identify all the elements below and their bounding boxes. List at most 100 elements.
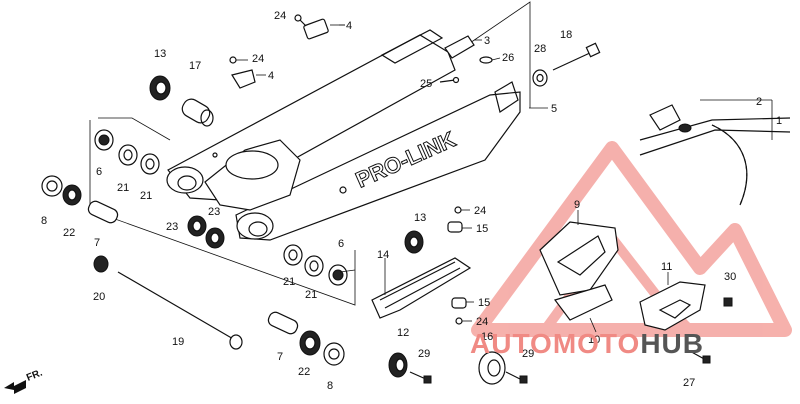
watermark-logo xyxy=(471,141,792,337)
bushing-part-17 xyxy=(181,98,214,127)
callout-18: 18 xyxy=(560,29,572,41)
callout-28: 28 xyxy=(534,43,546,55)
callout-12: 12 xyxy=(397,327,409,339)
watermark-moto: MOTO xyxy=(553,328,640,359)
washer-part-26 xyxy=(479,56,501,64)
pad-part-15-upper xyxy=(447,221,472,233)
swingarm: PRO-LINK xyxy=(166,29,521,241)
chain-guide-part-9 xyxy=(539,210,619,296)
guide-plate-part-10 xyxy=(554,284,613,333)
callout-29: 29 xyxy=(418,348,430,360)
callout-24: 24 xyxy=(476,316,488,328)
callout-23: 23 xyxy=(208,206,220,218)
bearing-part-23-a xyxy=(187,215,207,237)
callout-16: 16 xyxy=(481,331,493,343)
callout-11: 11 xyxy=(661,261,672,273)
callout-23: 23 xyxy=(166,221,178,233)
callout-17: 17 xyxy=(189,60,201,72)
callout-20: 20 xyxy=(93,291,105,303)
callout-15: 15 xyxy=(476,223,488,235)
bolt-part-29-left xyxy=(409,371,432,384)
callout-21: 21 xyxy=(283,276,295,288)
callout-8: 8 xyxy=(41,215,47,227)
bolt-part-29-right xyxy=(505,371,528,384)
front-arrow: FR. xyxy=(4,367,44,394)
watermark-hub: HUB xyxy=(640,328,704,359)
front-indicator-label: FR. xyxy=(25,367,44,383)
callout-6: 6 xyxy=(96,166,102,178)
needle-bearing-part-21-right-b xyxy=(304,255,324,277)
bracket-part-4-lower xyxy=(231,69,266,89)
roller-part-12 xyxy=(388,352,408,378)
callout-22: 22 xyxy=(298,366,310,378)
callout-30: 30 xyxy=(724,271,736,283)
callout-4: 4 xyxy=(346,20,352,32)
callout-27: 27 xyxy=(683,377,695,389)
needle-bearing-part-21-left-a xyxy=(118,144,138,166)
bearing-part-22-left xyxy=(62,184,82,206)
callout-24: 24 xyxy=(252,53,264,65)
plate-part-3 xyxy=(444,35,482,59)
collar-part-28 xyxy=(532,69,548,87)
chain-slider-part-14 xyxy=(371,257,472,319)
nut-part-30 xyxy=(723,297,733,307)
callout-21: 21 xyxy=(140,190,152,202)
callout-7: 7 xyxy=(277,351,283,363)
pad-part-15-lower xyxy=(451,297,474,309)
callout-1: 1 xyxy=(776,115,782,127)
watermark-text: AUTOMOTOHUB xyxy=(470,328,704,359)
callout-9: 9 xyxy=(574,199,580,211)
drive-chain-part-2 xyxy=(639,99,791,206)
screw-part-25 xyxy=(439,76,460,84)
callout-25: 25 xyxy=(420,78,432,90)
callout-10: 10 xyxy=(588,334,600,346)
callout-26: 26 xyxy=(502,52,514,64)
bearing-part-6-right xyxy=(328,264,348,286)
leader-lines xyxy=(339,24,548,273)
screw-part-24-c xyxy=(454,206,470,214)
callout-21: 21 xyxy=(305,289,317,301)
callout-13: 13 xyxy=(154,48,166,60)
callout-6: 6 xyxy=(338,238,344,250)
bolt-part-27 xyxy=(687,349,711,364)
nut-part-20 xyxy=(93,255,109,273)
bolt-part-18 xyxy=(552,42,601,71)
bearing-part-13-upper xyxy=(149,75,171,101)
callout-3: 3 xyxy=(484,35,490,47)
callout-4: 4 xyxy=(268,70,274,82)
needle-bearing-part-21-left-b xyxy=(140,153,160,175)
callout-19: 19 xyxy=(172,336,184,348)
callout-24: 24 xyxy=(474,205,486,217)
callout-7: 7 xyxy=(94,237,100,249)
roller-part-16 xyxy=(478,351,506,385)
bearing-part-6-left xyxy=(94,129,114,151)
collar-part-7-bottom xyxy=(267,311,299,335)
bearing-part-23-b xyxy=(205,227,225,249)
bearing-part-13-lower xyxy=(404,230,424,254)
seal-part-8-bottom xyxy=(323,342,345,366)
callout-numbers: 24 4 3 26 25 18 28 5 2 1 13 17 24 4 6 21… xyxy=(41,10,782,392)
callout-22: 22 xyxy=(63,227,75,239)
watermark-auto: AUTO xyxy=(470,328,553,359)
callout-8: 8 xyxy=(327,380,333,392)
bolt-part-24-mid xyxy=(229,56,248,64)
screw-part-24-d xyxy=(455,317,472,325)
seal-part-8-left xyxy=(41,175,63,197)
callout-13: 13 xyxy=(414,212,426,224)
pivot-bolt-part-19 xyxy=(117,271,243,350)
bearing-part-22-bottom xyxy=(299,330,321,356)
callout-29: 29 xyxy=(522,348,534,360)
callout-5: 5 xyxy=(551,103,557,115)
bolt-part-24-top xyxy=(294,14,307,27)
needle-bearing-part-21-right-a xyxy=(283,244,303,266)
callout-14: 14 xyxy=(377,249,389,261)
callout-15: 15 xyxy=(478,297,490,309)
svg-text:AUTOMOTOHUB: AUTOMOTOHUB xyxy=(470,328,704,359)
callout-2: 2 xyxy=(756,96,762,108)
guide-bracket-part-11 xyxy=(639,272,706,331)
callout-24: 24 xyxy=(274,10,286,22)
assembly-boundary xyxy=(89,1,531,306)
collar-part-7-left xyxy=(87,200,119,224)
bracket-part-4-upper xyxy=(303,18,345,40)
